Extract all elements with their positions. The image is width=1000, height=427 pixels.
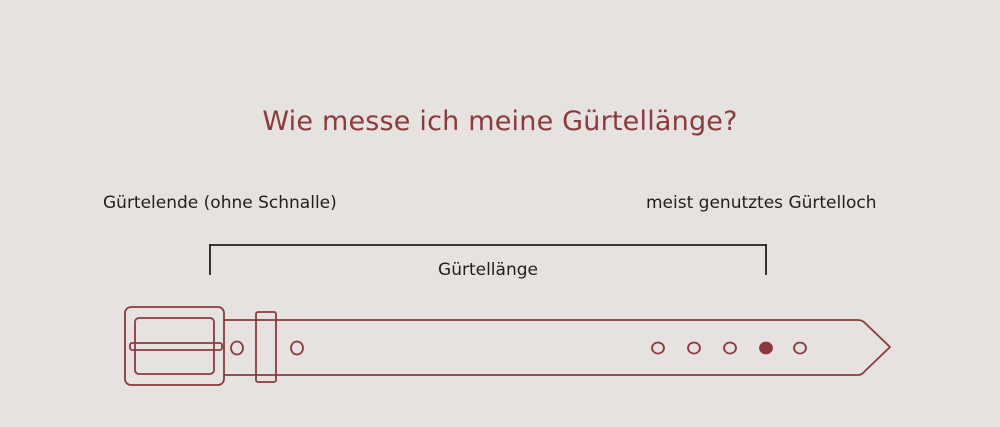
- belt-length-label: Gürtellänge: [438, 260, 538, 280]
- belt-end-label: Gürtelende (ohne Schnalle): [103, 193, 337, 213]
- belt-hole-icon: [290, 340, 304, 356]
- page-title: Wie messe ich meine Gürtellänge?: [262, 106, 738, 138]
- belt-hole-icon: [723, 341, 737, 355]
- belt-hole-icon: [651, 341, 665, 355]
- measurement-bracket: [209, 244, 767, 275]
- belt-hole-icon: [230, 340, 244, 356]
- belt-buckle-icon: [124, 306, 225, 386]
- belt-hole-icon: [687, 341, 701, 355]
- belt-strap: [224, 319, 891, 376]
- belt-loop-icon: [255, 311, 277, 383]
- most-used-hole-label: meist genutztes Gürtelloch: [646, 193, 877, 213]
- belt-hole-icon-most-used: [759, 341, 773, 355]
- belt-hole-icon: [793, 341, 807, 355]
